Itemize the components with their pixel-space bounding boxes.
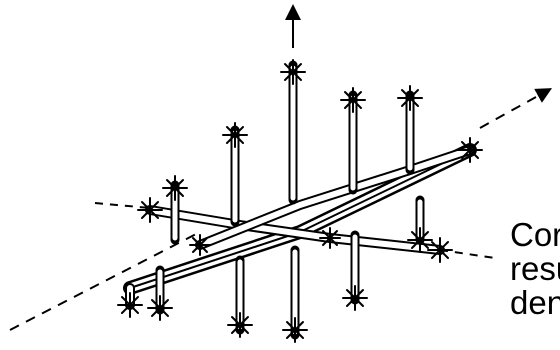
secondary-axis-dashed-left <box>95 203 150 208</box>
caption-line-3: den <box>510 286 560 320</box>
secondary-axis-dashed-right <box>440 250 495 258</box>
caption-line-2: resu <box>510 252 560 286</box>
diagonal-axis-dashed-upper <box>480 92 545 128</box>
caption: Cor resu den <box>510 218 560 320</box>
caption-line-1: Cor <box>510 218 560 252</box>
axes-group <box>10 12 545 330</box>
